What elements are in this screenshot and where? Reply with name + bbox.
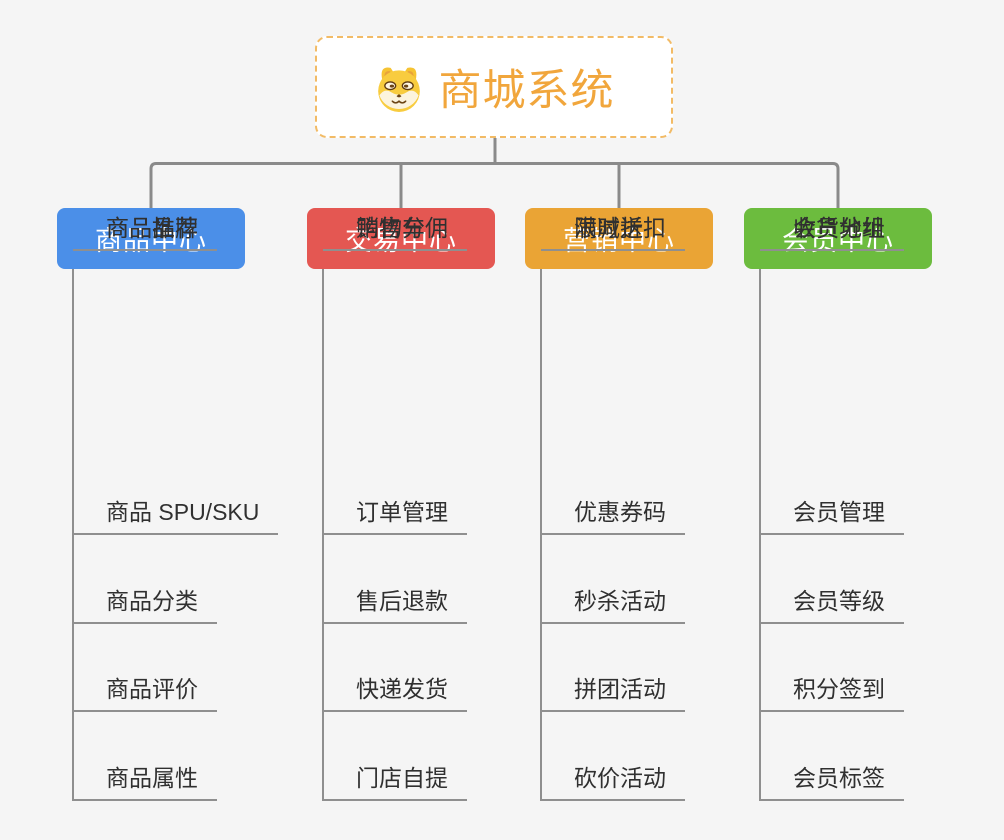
- leaf-node[interactable]: 会员等级: [760, 581, 904, 624]
- leaf-node[interactable]: 优惠券码: [541, 492, 685, 535]
- leaf-node[interactable]: 售后退款: [323, 581, 467, 624]
- leaf-node[interactable]: 销售分佣: [323, 208, 467, 251]
- branch-stem-line: [322, 269, 324, 801]
- branch-label: 营销中心: [563, 226, 675, 256]
- branch-stem-line: [759, 269, 761, 801]
- leaf-node[interactable]: 会员标签: [760, 758, 904, 801]
- branch-label: 交易中心: [345, 226, 457, 256]
- leaf-node[interactable]: 会员管理: [760, 492, 904, 535]
- leaf-node[interactable]: 满减送: [541, 208, 662, 251]
- branch-stem-line: [72, 269, 74, 801]
- branch-label: 商品中心: [95, 226, 207, 256]
- leaf-node[interactable]: 积分签到: [760, 669, 904, 712]
- leaf-node[interactable]: 快递发货: [323, 669, 467, 712]
- branch-stem-line: [540, 269, 542, 801]
- leaf-node[interactable]: 商品品牌: [73, 208, 217, 251]
- leaf-node[interactable]: 门店自提: [323, 758, 467, 801]
- branch-node-member[interactable]: 会员中心: [744, 208, 932, 269]
- leaf-node[interactable]: 砍价活动: [541, 758, 685, 801]
- leaf-node[interactable]: 秒杀活动: [541, 581, 685, 624]
- branch-node-trade[interactable]: 交易中心: [307, 208, 495, 269]
- root-node[interactable]: 商城系统: [315, 36, 673, 138]
- leaf-node[interactable]: 订单管理: [323, 492, 467, 535]
- leaf-node[interactable]: 收货地址: [760, 208, 904, 251]
- branch-node-product[interactable]: 商品中心: [57, 208, 245, 269]
- leaf-node[interactable]: 拼团活动: [541, 669, 685, 712]
- leaf-node[interactable]: 商品评价: [73, 669, 217, 712]
- leaf-node[interactable]: 商品 SPU/SKU: [73, 492, 279, 535]
- branch-label: 会员中心: [782, 226, 894, 256]
- branch-node-marketing[interactable]: 营销中心: [525, 208, 713, 269]
- doge-icon: [377, 67, 420, 112]
- leaf-node[interactable]: 商品分类: [73, 581, 217, 624]
- branch-bus-line: [149, 162, 840, 208]
- root-title: 商城系统: [438, 67, 615, 115]
- leaf-node[interactable]: 商品属性: [73, 758, 217, 801]
